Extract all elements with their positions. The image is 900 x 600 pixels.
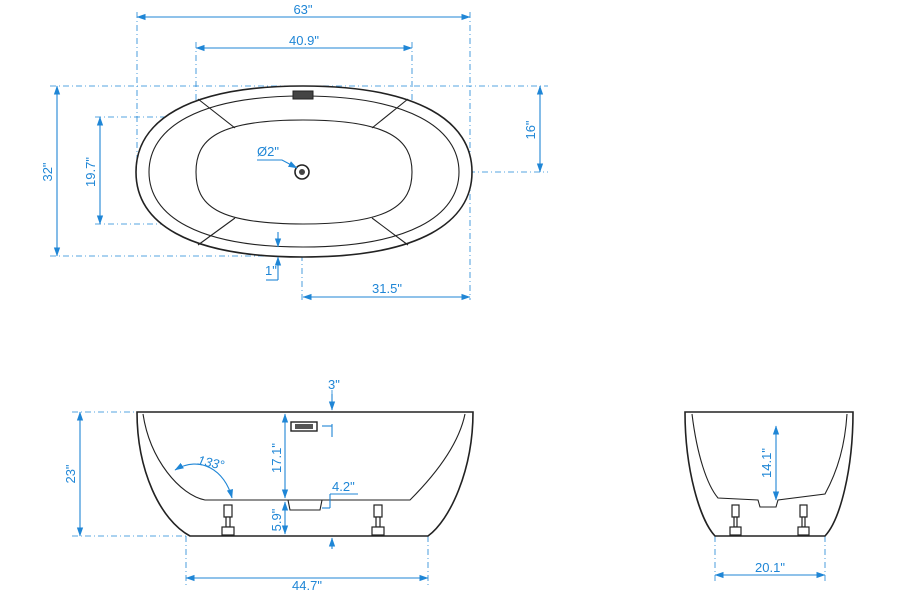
front-tub-interior: [142, 413, 466, 501]
front-tub-body: [136, 411, 474, 537]
overflow-icon: [292, 90, 314, 100]
overall-width-label: 32": [40, 162, 55, 181]
basin-length-label: 40.9": [289, 33, 319, 48]
base-length-label: 44.7": [292, 578, 322, 593]
front-leg-left: [221, 504, 235, 536]
drain-height-label: 4.2": [332, 479, 355, 494]
side-tub-body: [684, 411, 854, 537]
top-view: 63" 40.9" 32" 19.7" 16" Ø2" 1" 31.5": [40, 2, 548, 301]
tub-inner-rim: [148, 95, 460, 248]
base-width-label: 20.1": [755, 560, 785, 575]
interior-depth-label: 17.1": [269, 443, 284, 473]
overall-height-label: 23": [63, 464, 78, 483]
side-leg-right: [797, 504, 810, 536]
side-view: 14.1" 20.1": [684, 411, 854, 582]
overall-length-label: 63": [293, 2, 312, 17]
side-leg-left: [729, 504, 742, 536]
basin-width-label: 19.7": [83, 157, 98, 187]
side-tub-interior: [691, 413, 848, 508]
backrest-angle-label: 133°: [196, 453, 225, 473]
tub-basin: [195, 119, 413, 225]
floor-clearance-label: 5.9": [269, 508, 284, 531]
drain-diameter-label: Ø2": [257, 144, 279, 159]
rim-offset-label: 1": [265, 263, 277, 278]
front-view: 3" 23" 17.1" 133° 4.2" 5.9" 44.7": [63, 377, 474, 593]
drain-to-end-label: 31.5": [372, 281, 402, 296]
overflow-height-label: 3": [328, 377, 340, 392]
depth-at-end-label: 14.1": [759, 448, 774, 478]
drain-to-back-label: 16": [523, 120, 538, 139]
front-leg-right: [371, 504, 385, 536]
